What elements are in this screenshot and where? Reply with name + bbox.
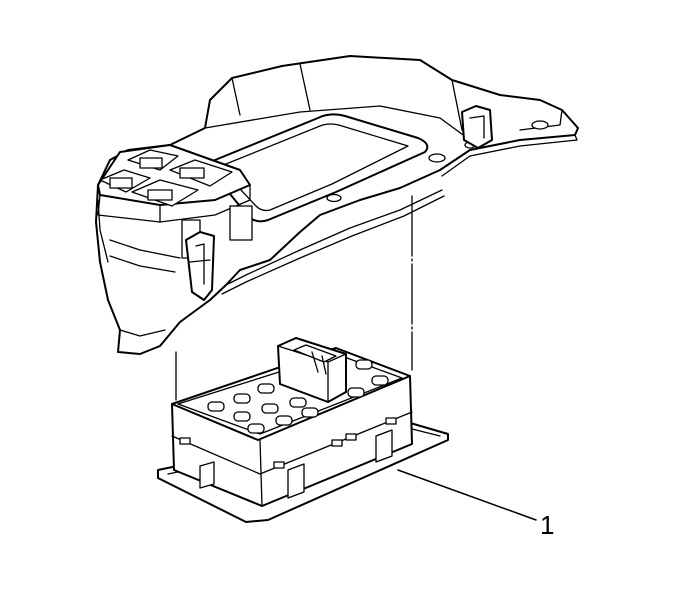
window-switch-assembly	[157, 337, 449, 523]
callout-leader-line	[397, 469, 537, 521]
switch-buttons	[207, 359, 389, 434]
door-armrest-panel	[95, 55, 579, 355]
connector-housing	[277, 337, 347, 403]
callout-1: 1	[397, 469, 554, 540]
side-latches	[179, 417, 397, 499]
retaining-clip-right	[461, 105, 493, 149]
alignment-guide-lines	[175, 195, 413, 401]
callout-number: 1	[540, 510, 554, 540]
upper-switch-housing	[97, 144, 253, 259]
retaining-clip-left	[185, 231, 215, 301]
